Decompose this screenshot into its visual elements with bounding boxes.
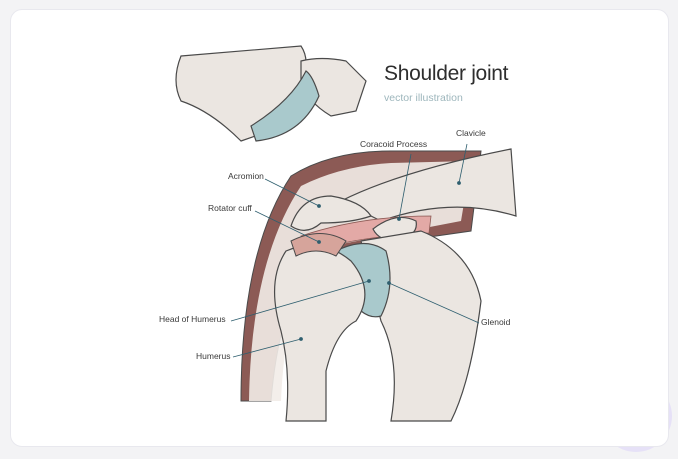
diagram-title: Shoulder joint: [384, 62, 509, 85]
label-rotator-cuff: Rotator cuff: [208, 203, 252, 213]
shoulder-joint-illustration: [175, 45, 517, 422]
label-humerus: Humerus: [196, 351, 231, 361]
humerus-bone: [274, 244, 366, 422]
label-head-of-humerus: Head of Humerus: [159, 314, 226, 324]
diagram-subtitle: vector illustration: [384, 92, 463, 104]
clavicle-bone: [339, 148, 517, 222]
label-coracoid-process: Coracoid Process: [360, 139, 428, 149]
label-glenoid: Glenoid: [481, 317, 511, 327]
leader-lines: [230, 143, 480, 358]
label-clavicle: Clavicle: [456, 128, 486, 138]
label-acromion: Acromion: [228, 171, 264, 181]
rotator-cuff: [290, 233, 347, 257]
illustration-card: Shoulder joint vector illustration Clavi…: [10, 9, 669, 447]
inset-joint-detail: [175, 45, 367, 142]
acromion-bone: [290, 195, 372, 231]
